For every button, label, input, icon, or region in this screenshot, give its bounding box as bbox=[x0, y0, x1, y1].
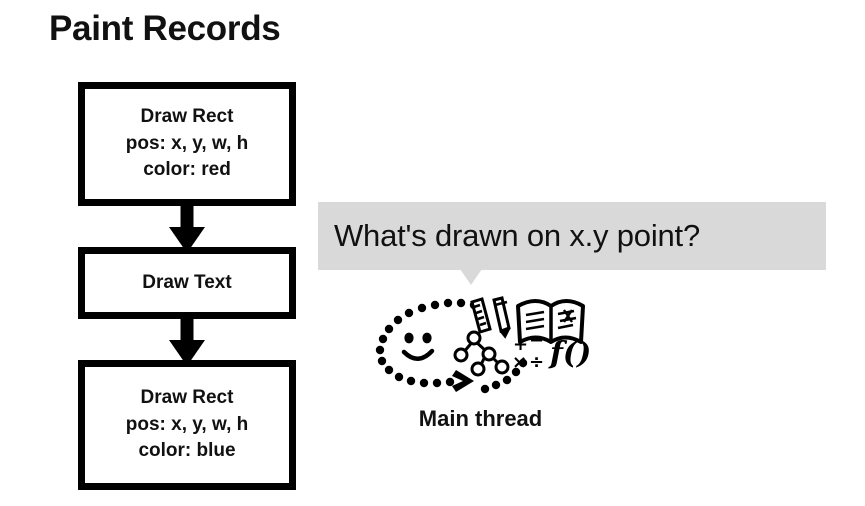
question-speech-bubble: What's drawn on x.y point? bbox=[318, 202, 826, 270]
record-line-pos: pos: x, y, w, h bbox=[125, 132, 249, 154]
record-line-color: color: blue bbox=[138, 440, 236, 462]
svg-text:+: + bbox=[513, 334, 528, 355]
paint-record-box-draw-text[interactable]: Draw Text bbox=[78, 247, 296, 319]
thinking-loop-icon: + − × ÷ f() bbox=[368, 288, 593, 398]
record-line-pos: pos: x, y, w, h bbox=[125, 413, 249, 435]
arrow-stem bbox=[180, 316, 194, 344]
speech-bubble-tail-icon bbox=[460, 269, 482, 285]
math-symbols-icon: + − × ÷ bbox=[512, 330, 544, 373]
svg-text:÷: ÷ bbox=[529, 352, 544, 373]
paint-record-box-draw-rect-blue[interactable]: Draw Rect pos: x, y, w, h color: blue bbox=[78, 360, 296, 490]
down-arrow-icon bbox=[167, 316, 207, 366]
dotted-loop-arrow-icon bbox=[375, 298, 528, 394]
svg-text:×: × bbox=[512, 352, 527, 373]
svg-text:−: − bbox=[529, 330, 544, 351]
page-title: Paint Records bbox=[49, 9, 281, 48]
open-book-icon bbox=[516, 299, 585, 344]
pencil-icon bbox=[492, 296, 511, 339]
function-notation-icon: f() bbox=[548, 336, 591, 371]
record-line-title: Draw Rect bbox=[140, 386, 234, 408]
svg-text:f(): f() bbox=[548, 336, 591, 371]
record-line-color: color: red bbox=[143, 159, 231, 181]
question-text: What's drawn on x.y point? bbox=[334, 218, 701, 253]
tree-diagram-icon bbox=[453, 330, 510, 377]
arrow-stem bbox=[180, 203, 194, 231]
down-arrow-icon bbox=[167, 203, 207, 253]
ruler-icon bbox=[470, 297, 492, 334]
paint-record-box-draw-rect-red[interactable]: Draw Rect pos: x, y, w, h color: red bbox=[78, 82, 296, 206]
record-line-title: Draw Text bbox=[142, 271, 232, 293]
main-thread-label: Main thread bbox=[418, 406, 543, 431]
record-line-title: Draw Rect bbox=[140, 105, 234, 127]
smiley-face-icon bbox=[401, 332, 435, 361]
